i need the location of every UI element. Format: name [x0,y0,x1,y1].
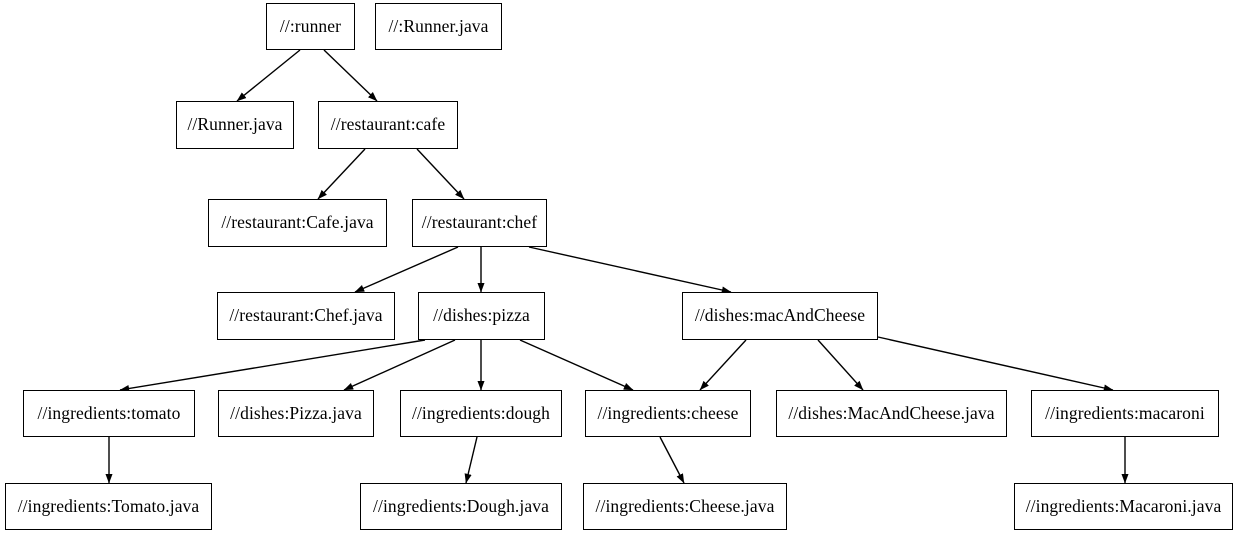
graph-node-label: //dishes:Pizza.java [230,402,362,423]
graph-node-label: //:Runner.java [388,15,489,36]
graph-node-restaurant_chef_java[interactable]: //restaurant:Chef.java [217,292,395,340]
graph-node-dishes_pizza_java[interactable]: //dishes:Pizza.java [218,390,374,437]
graph-node-label: //restaurant:cafe [330,114,446,135]
graph-node-runner[interactable]: //:runner [266,3,355,50]
graph-edge-restaurant_cafe-to-restaurant_cafe_java [317,148,366,200]
graph-edge-runner-to-runner_java [236,49,301,102]
graph-node-ing_tomato_java[interactable]: //ingredients:Tomato.java [5,483,212,530]
graph-node-ing_tomato[interactable]: //ingredients:tomato [23,390,195,437]
graph-node-label: //Runner.java [187,114,283,135]
graph-node-label: //ingredients:dough [412,402,550,423]
graph-node-label: //ingredients:macaroni [1045,402,1205,423]
graph-node-label: //ingredients:Dough.java [373,495,549,516]
graph-node-label: //:runner [279,15,342,36]
graph-edge-ing_cheese-to-ing_cheese_java [659,436,685,484]
graph-node-label: //ingredients:cheese [597,402,739,423]
graph-node-ing_cheese[interactable]: //ingredients:cheese [585,390,751,437]
graph-node-label: //dishes:macAndCheese [694,305,866,326]
graph-edge-restaurant_chef-to-restaurant_chef_java [354,246,459,293]
graph-edge-restaurant_chef-to-dishes_macandcheese [528,246,732,294]
graph-edge-dishes_pizza-to-ing_tomato [119,339,426,393]
graph-edge-dishes_pizza-to-dishes_pizza_java [343,339,456,391]
graph-node-ing_macaroni[interactable]: //ingredients:macaroni [1031,390,1219,437]
graph-edge-dishes_pizza-to-ing_cheese [519,339,634,391]
graph-edge-runner-to-restaurant_cafe [323,49,378,102]
graph-node-ing_dough_java[interactable]: //ingredients:Dough.java [360,483,562,530]
graph-edge-dishes_macandcheese-to-ing_macaroni [877,336,1114,392]
graph-node-label: //ingredients:tomato [37,402,181,423]
graph-node-ing_macaroni_java[interactable]: //ingredients:Macaroni.java [1014,483,1233,530]
graph-node-label: //ingredients:Tomato.java [17,495,200,516]
graph-edge-dishes_macandcheese-to-ing_cheese [699,339,747,391]
graph-node-label: //dishes:MacAndCheese.java [788,402,995,423]
graph-edge-restaurant_cafe-to-restaurant_chef [416,148,465,200]
graph-node-label: //ingredients:Cheese.java [595,495,775,516]
graph-node-dishes_pizza[interactable]: //dishes:pizza [418,292,545,340]
graph-edge-ing_dough-to-ing_dough_java [464,436,478,484]
graph-node-ing_dough[interactable]: //ingredients:dough [400,390,562,437]
graph-node-restaurant_cafe_java[interactable]: //restaurant:Cafe.java [208,199,387,247]
graph-edge-dishes_macandcheese-to-dishes_mac_java [817,339,864,391]
graph-node-label: //ingredients:Macaroni.java [1025,495,1222,516]
graph-node-dishes_macandcheese[interactable]: //dishes:macAndCheese [682,292,878,340]
graph-node-root_runner_java[interactable]: //:Runner.java [375,3,502,50]
graph-node-label: //restaurant:Chef.java [229,305,383,326]
graph-node-label: //restaurant:Cafe.java [221,212,374,233]
graph-node-ing_cheese_java[interactable]: //ingredients:Cheese.java [583,483,787,530]
graph-node-restaurant_chef[interactable]: //restaurant:chef [412,199,547,247]
graph-node-runner_java[interactable]: //Runner.java [176,101,294,149]
graph-node-label: //restaurant:chef [421,212,538,233]
graph-node-restaurant_cafe[interactable]: //restaurant:cafe [318,101,458,149]
graph-node-dishes_mac_java[interactable]: //dishes:MacAndCheese.java [776,390,1007,437]
graph-node-label: //dishes:pizza [433,305,530,326]
